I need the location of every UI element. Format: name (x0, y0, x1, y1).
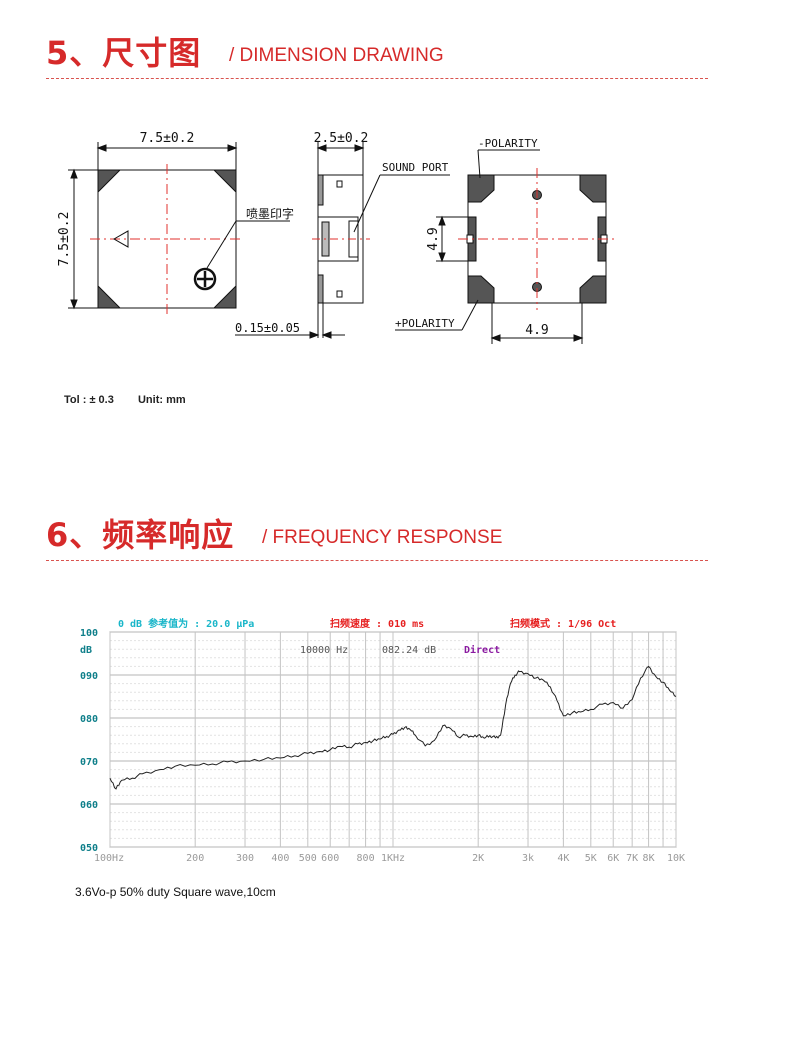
section-subtitle: / FREQUENCY RESPONSE (262, 527, 503, 548)
x-tick-label: 3k (522, 853, 534, 864)
triangle-mark-icon (112, 230, 129, 248)
section-title: 5、尺寸图 (46, 34, 202, 72)
x-tick-label: 2K (472, 853, 484, 864)
neg-polarity-label: -POLARITY (478, 137, 538, 150)
readout-frequency: 10000 Hz (300, 645, 348, 656)
plus-polarity-icon (193, 267, 217, 291)
header-ref: 0 dB 参考值为 : 20.0 μPa (118, 617, 254, 630)
x-tick-label: 400 (271, 853, 289, 864)
x-tick-label: 8K (643, 853, 655, 864)
y-tick-label: 090 (80, 671, 98, 682)
section-title: 6、频率响应 (46, 516, 235, 554)
series-line (109, 665, 677, 790)
section-subtitle: / DIMENSION DRAWING (229, 45, 444, 66)
section-header-dimension: 5、尺寸图 / DIMENSION DRAWING (46, 28, 708, 79)
sound-port-label: SOUND PORT (382, 161, 449, 174)
x-tick-label: 600 (321, 853, 339, 864)
y-tick-label: 050 (80, 843, 98, 854)
x-tick-label: 200 (186, 853, 204, 864)
front-width-label: 7.5±0.2 (140, 131, 195, 146)
ink-mark-label: 喷墨印字 (246, 206, 294, 221)
x-tick-label: 100Hz (94, 853, 124, 864)
y-tick-label: 070 (80, 757, 98, 768)
side-gap-label: 0.15±0.05 (235, 321, 300, 335)
y-axis-label: dB (80, 645, 92, 656)
x-tick-label: 800 (357, 853, 375, 864)
readout-level: 082.24 dB (382, 645, 436, 656)
y-tick-label: 100 (80, 628, 98, 639)
dimension-drawing: 7.5±0.2 7.5±0.2 喷墨印字 2.5±0.2 SOUND PORT … (57, 131, 616, 344)
side-width-label: 2.5±0.2 (314, 131, 369, 146)
tolerance-note: Tol : ± 0.3 Unit: mm (64, 394, 186, 406)
x-tick-label: 5K (585, 853, 597, 864)
y-tick-label: 080 (80, 714, 98, 725)
pad-width-label: 4.9 (525, 323, 548, 338)
x-tick-label: 10K (667, 853, 685, 864)
test-condition-caption: 3.6Vo-p 50% duty Square wave,10cm (75, 885, 276, 899)
x-tick-label: 500 (299, 853, 317, 864)
readout-mode: Direct (464, 644, 500, 656)
x-tick-label: 300 (236, 853, 254, 864)
section-header-frequency: 6、频率响应 / FREQUENCY RESPONSE (46, 510, 708, 561)
unit-value: Unit: mm (137, 394, 186, 406)
y-tick-label: 060 (80, 800, 98, 811)
header-speed: 扫频速度 : 010 ms (330, 617, 424, 630)
front-height-label: 7.5±0.2 (57, 212, 72, 267)
pad-height-label: 4.9 (426, 227, 441, 250)
x-tick-label: 4K (557, 853, 569, 864)
x-tick-label: 6K (607, 853, 619, 864)
pos-polarity-label: +POLARITY (395, 317, 455, 330)
x-tick-label: 7K (626, 853, 638, 864)
header-mode: 扫频模式 : 1/96 Oct (510, 617, 616, 630)
tolerance-value: Tol : ± 0.3 (64, 394, 114, 406)
x-tick-label: 1KHz (381, 853, 405, 864)
